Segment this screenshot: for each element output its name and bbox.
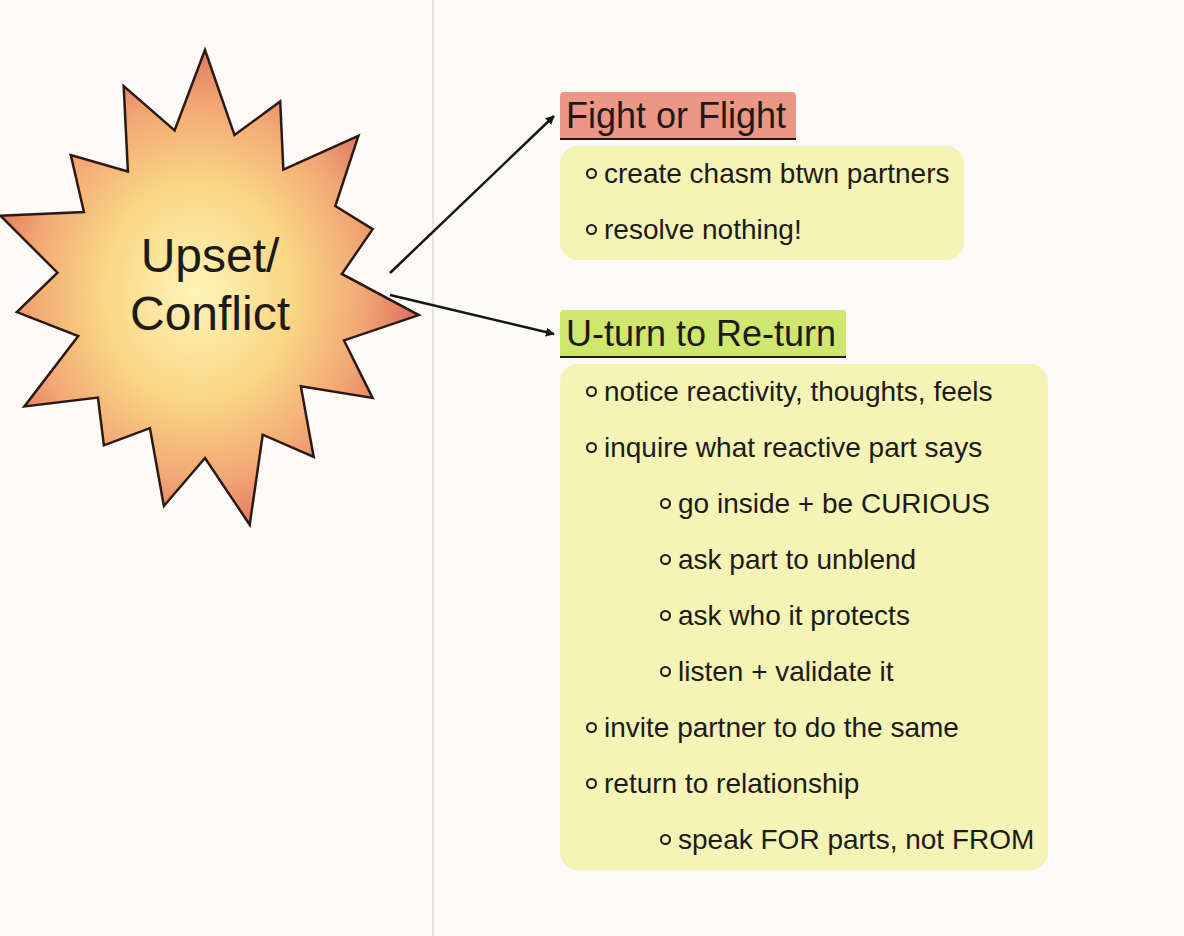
bullet-text: notice reactivity, thoughts, feels xyxy=(604,376,993,407)
bullet-row: listen + validate it xyxy=(560,644,1034,700)
bullet-dot xyxy=(586,442,597,453)
bullet-text: ask who it protects xyxy=(678,600,910,631)
topic-group: U-turn to Re-turn notice reactivity, thou… xyxy=(560,310,1048,870)
bullet-text: create chasm btwn partners xyxy=(604,158,950,189)
bullet-text: go inside + be CURIOUS xyxy=(678,488,990,519)
bullet-text: speak FOR parts, not FROM xyxy=(678,824,1034,855)
page-fold xyxy=(432,0,434,936)
highlight-wash: create chasm btwn partners resolve nothin… xyxy=(560,146,964,260)
topic-heading: Fight or Flight xyxy=(560,92,796,140)
bullet-dot xyxy=(586,778,597,789)
bullet-dot xyxy=(586,722,597,733)
bullet-text: resolve nothing! xyxy=(604,214,802,245)
bullet-dot xyxy=(660,498,671,509)
bullet-row: speak FOR parts, not FROM xyxy=(560,812,1034,868)
bullet-dot xyxy=(586,224,597,235)
bullet-row: ask who it protects xyxy=(560,588,1034,644)
bullet-row: inquire what reactive part says xyxy=(560,420,1034,476)
topic-group: Fight or Flight create chasm btwn partner… xyxy=(560,92,964,260)
bullet-text: inquire what reactive part says xyxy=(604,432,982,463)
bullet-text: return to relationship xyxy=(604,768,859,799)
bullet-dot xyxy=(586,168,597,179)
arrow-connector xyxy=(390,116,554,273)
bullet-row: create chasm btwn partners xyxy=(560,146,950,202)
node-label: Upset/ Conflict xyxy=(105,227,315,343)
starburst-shape xyxy=(0,40,440,530)
topic-heading: U-turn to Re-turn xyxy=(560,310,846,358)
highlight-wash: notice reactivity, thoughts, feels inquir… xyxy=(560,364,1048,870)
bullet-row: resolve nothing! xyxy=(560,202,950,258)
bullet-dot xyxy=(660,554,671,565)
bullet-text: ask part to unblend xyxy=(678,544,916,575)
starburst-node: Upset/ Conflict xyxy=(0,40,440,530)
bullet-row: notice reactivity, thoughts, feels xyxy=(560,364,1034,420)
bullet-text: listen + validate it xyxy=(678,656,894,687)
bullet-row: return to relationship xyxy=(560,756,1034,812)
bullet-dot xyxy=(660,610,671,621)
bullet-row: invite partner to do the same xyxy=(560,700,1034,756)
bullet-row: go inside + be CURIOUS xyxy=(560,476,1034,532)
bullet-row: ask part to unblend xyxy=(560,532,1034,588)
bullet-dot xyxy=(586,386,597,397)
bullet-dot xyxy=(660,834,671,845)
bullet-text: invite partner to do the same xyxy=(604,712,959,743)
starburst-outline xyxy=(1,50,419,525)
bullet-dot xyxy=(660,666,671,677)
